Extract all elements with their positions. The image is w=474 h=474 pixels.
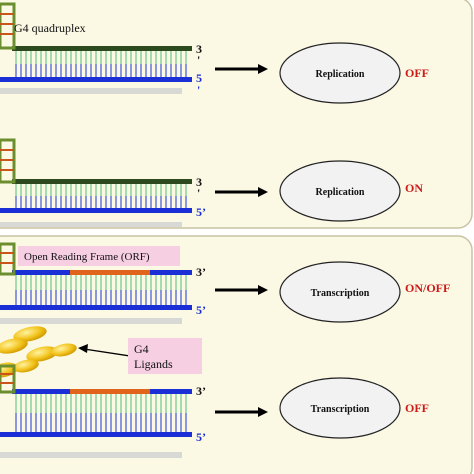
row-3-arrow: [215, 285, 268, 295]
ligand-pointer-arrow: [78, 344, 131, 357]
ligand-3: [26, 346, 58, 362]
row-1-quadruplex-icon: [0, 2, 16, 50]
row-1-top-strand: [12, 46, 192, 51]
g4-quadruplex-label: G4 quadruplex: [14, 21, 86, 35]
row-4-state: OFF: [405, 401, 429, 415]
row-1-end5-mark: ': [197, 83, 200, 97]
row-2-process-label: Replication: [316, 187, 365, 198]
row-1-process-label: Replication: [316, 69, 365, 80]
row-1-rungs: [15, 51, 187, 77]
row-1-bottom-strand: [0, 77, 192, 82]
ligand-label-line2: Ligands: [134, 357, 173, 371]
row-4-arrow: [215, 407, 268, 417]
row-1-dna: G4 quadruplex 3 ' 5 ': [0, 2, 202, 97]
row-2-quadruplex-icon: [0, 138, 16, 184]
row-2-process-ellipse: [279, 160, 401, 222]
row-2-arrow: [215, 187, 268, 197]
row-4-process-label: Transcription: [311, 404, 370, 415]
row-4-top-strand-blue: [12, 389, 70, 394]
row-2-dna: 3 ' 5’: [0, 138, 206, 227]
ligand-1: [13, 326, 47, 342]
row-4-dna: 3’ 5’: [0, 364, 206, 458]
row-3-quadruplex-icon: [0, 242, 16, 276]
ligand-2: [0, 338, 28, 354]
row-4-shadow: [0, 452, 182, 458]
row-3-top-strand-blue: [12, 270, 70, 275]
row-3-dna: Open Reading Frame (ORF) 3’ 5’: [0, 242, 206, 324]
row-2-end5: 5’: [196, 205, 206, 219]
row-3-shadow: [0, 318, 182, 324]
row-3-state: ON/OFF: [405, 281, 450, 295]
orf-callout: [18, 246, 180, 266]
row-2-state: ON: [405, 181, 423, 195]
row-1-end3: 3: [196, 42, 202, 56]
row-2-shadow: [0, 222, 182, 227]
row-4-bottom-strand: [0, 432, 192, 437]
row-3-end5: 5’: [196, 303, 206, 317]
row-3-end3: 3’: [196, 265, 206, 279]
row-1-end3-mark: ': [197, 53, 200, 67]
ligand-callout: [128, 338, 202, 374]
row-2-top-strand: [12, 179, 192, 184]
ligand-4: [51, 343, 77, 357]
row-3-top-strand-end: [150, 270, 192, 275]
row-1-arrow: [215, 64, 268, 74]
orf-label: Open Reading Frame (ORF): [24, 251, 150, 263]
row-4-end3: 3’: [196, 384, 206, 398]
row-4-rungs: [15, 394, 187, 432]
row-2-end3-mark: ': [197, 186, 200, 200]
row-4-process-ellipse: [279, 377, 401, 439]
row-1-shadow: [0, 88, 182, 94]
row-1-end5: 5: [196, 71, 202, 85]
row-4-top-strand-orange: [70, 389, 150, 394]
ligand-6: [13, 359, 39, 373]
ligand-label-line1: G4: [134, 342, 149, 356]
row-4-end5: 5’: [196, 430, 206, 444]
row-2-bottom-strand: [0, 208, 192, 213]
row-1-process-ellipse: [279, 42, 401, 104]
row-4-top-strand-end: [150, 389, 192, 394]
row-3-bottom-strand: [0, 305, 192, 310]
row-3-top-strand-orange: [70, 270, 150, 275]
row-2-end3: 3: [196, 175, 202, 189]
row-1-state: OFF: [405, 66, 429, 80]
row-4-quadruplex-icon: [0, 364, 16, 394]
row-3-process-label: Transcription: [311, 288, 370, 299]
row-3-rungs: [15, 275, 187, 305]
row-2-rungs: [15, 184, 187, 208]
row-3-process-ellipse: [279, 261, 401, 323]
